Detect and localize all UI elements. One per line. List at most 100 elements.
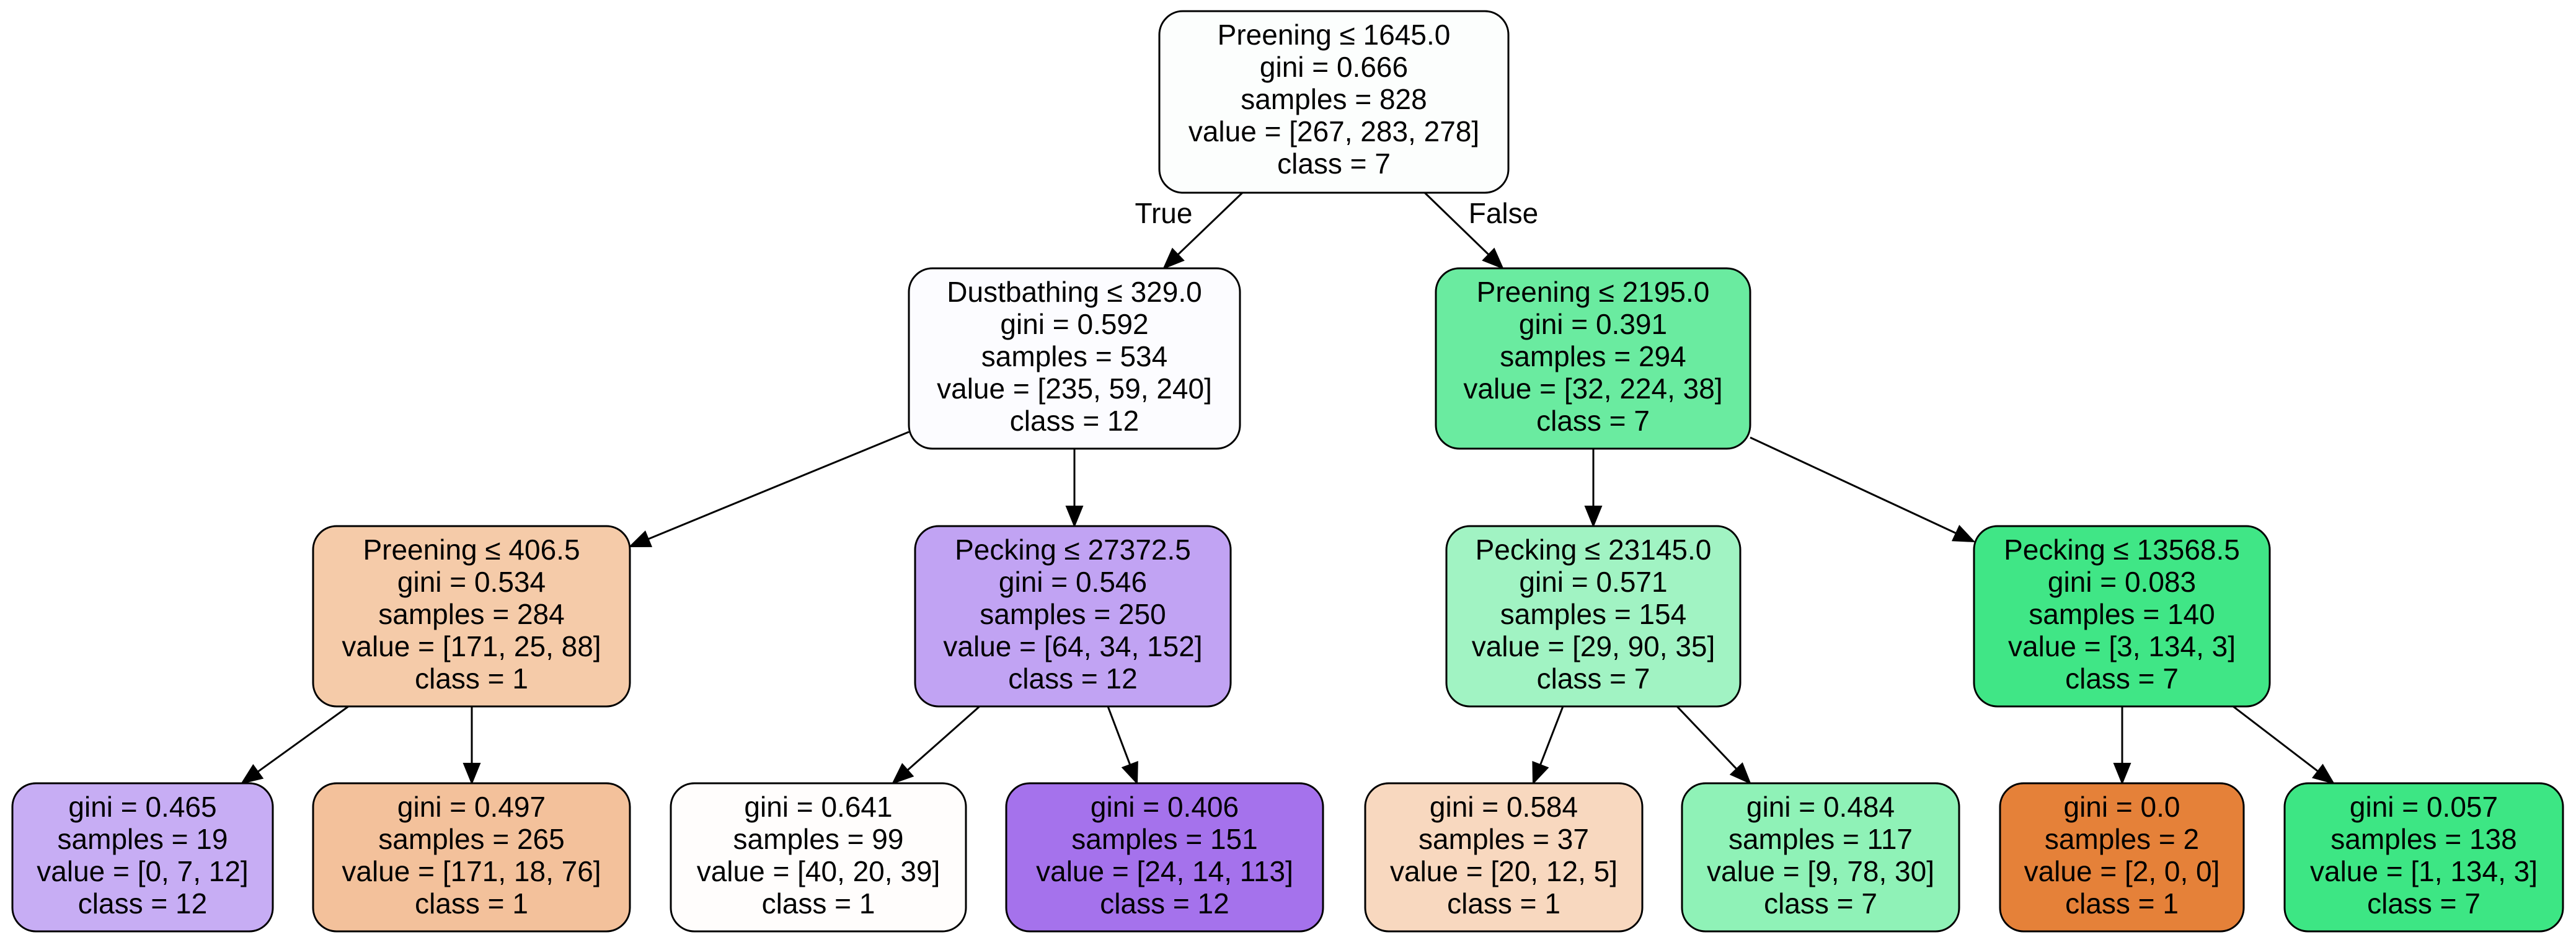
edge-label: True: [1135, 197, 1193, 229]
tree-node-text: gini = 0.592: [1000, 308, 1148, 340]
tree-node-box: [1445, 525, 1742, 708]
edge-arrowhead: [1065, 506, 1084, 528]
tree-node-text: gini = 0.057: [2350, 791, 2498, 823]
tree-node-text: gini = 0.0: [2064, 791, 2180, 823]
edge-n5-to-n12: [1676, 705, 1738, 770]
tree-node-text: gini = 0.546: [999, 566, 1147, 598]
tree-node-text: value = [1, 134, 3]: [2310, 855, 2538, 887]
edge-arrowhead: [892, 763, 914, 785]
tree-node-text: gini = 0.465: [68, 791, 216, 823]
tree-node-text: value = [171, 25, 88]: [342, 630, 601, 662]
tree-node-text: value = [267, 283, 278]: [1188, 115, 1479, 147]
tree-node-text: gini = 0.571: [1519, 566, 1667, 598]
edge-n3-to-n7: [257, 705, 349, 773]
tree-node-box: [670, 782, 967, 933]
edge-arrowhead: [1729, 762, 1751, 785]
tree-node-text: gini = 0.083: [2048, 566, 2196, 598]
tree-node-text: class = 12: [1008, 662, 1137, 695]
tree-node-text: Preening ≤ 2195.0: [1477, 276, 1710, 308]
tree-node-text: value = [9, 78, 30]: [1707, 855, 1934, 887]
tree-node-text: class = 7: [1277, 147, 1391, 180]
tree-node-box: [1681, 782, 1960, 933]
tree-node-text: value = [3, 134, 3]: [2008, 630, 2236, 662]
tree-node-text: class = 1: [1447, 887, 1560, 920]
tree-node-text: class = 7: [1536, 405, 1650, 437]
tree-node-text: samples = 140: [2029, 598, 2215, 630]
tree-node-box: [1973, 525, 2271, 708]
tree-node-text: gini = 0.584: [1430, 791, 1578, 823]
tree-node-text: class = 1: [762, 887, 875, 920]
tree-node-text: class = 1: [415, 662, 528, 695]
edge-n0-to-n1: [1177, 191, 1244, 255]
tree-node-text: class = 12: [1010, 405, 1139, 437]
edge-arrowhead: [1951, 524, 1976, 543]
tree-node-text: gini = 0.391: [1519, 308, 1667, 340]
tree-node-text: samples = 250: [980, 598, 1166, 630]
tree-node-text: gini = 0.484: [1746, 791, 1895, 823]
edge-arrowhead: [463, 763, 481, 785]
tree-node-text: Preening ≤ 1645.0: [1218, 19, 1451, 51]
tree-node-text: samples = 265: [378, 823, 564, 855]
tree-node-text: value = [171, 18, 76]: [342, 855, 601, 887]
edge-arrowhead: [1121, 761, 1138, 785]
tree-node-text: class = 7: [1764, 887, 1877, 920]
edge-n4-to-n9: [906, 705, 980, 771]
tree-node-box: [312, 782, 631, 933]
edge-arrowhead: [1584, 506, 1603, 528]
tree-node-box: [1435, 267, 1751, 450]
tree-node-text: samples = 138: [2330, 823, 2516, 855]
tree-node-text: gini = 0.406: [1091, 791, 1239, 823]
tree-node-box: [908, 267, 1241, 450]
tree-node-text: samples = 828: [1241, 83, 1427, 115]
tree-node-text: samples = 154: [1500, 598, 1686, 630]
tree-node-text: samples = 37: [1419, 823, 1589, 855]
tree-node-text: samples = 2: [2045, 823, 2199, 855]
edge-arrowhead: [2113, 763, 2131, 785]
edge-arrowhead: [2311, 763, 2335, 785]
tree-node-text: gini = 0.534: [397, 566, 546, 598]
edge-arrowhead: [1532, 760, 1549, 785]
edge-arrowhead: [1482, 247, 1504, 270]
edge-arrowhead: [1162, 247, 1185, 270]
tree-node-text: value = [24, 14, 113]: [1036, 855, 1293, 887]
tree-node-text: samples = 19: [58, 823, 228, 855]
edge-arrowhead: [240, 763, 264, 785]
tree-node-box: [312, 525, 631, 708]
tree-node-text: samples = 151: [1071, 823, 1257, 855]
tree-node-box: [914, 525, 1232, 708]
tree-node-text: value = [0, 7, 12]: [37, 855, 248, 887]
tree-node-text: class = 1: [2065, 887, 2179, 920]
tree-node-text: Preening ≤ 406.5: [363, 534, 580, 566]
tree-node-text: gini = 0.497: [397, 791, 546, 823]
edge-n2-to-n6: [1750, 436, 1957, 534]
tree-node-text: Pecking ≤ 23145.0: [1476, 534, 1712, 566]
tree-node-text: class = 12: [78, 887, 207, 920]
tree-node-text: value = [20, 12, 5]: [1390, 855, 1618, 887]
tree-node-text: gini = 0.641: [744, 791, 892, 823]
tree-node-box: [1158, 10, 1510, 194]
tree-node-box: [1005, 782, 1324, 933]
tree-node-text: gini = 0.666: [1260, 51, 1408, 83]
tree-node-text: Pecking ≤ 27372.5: [955, 534, 1191, 566]
tree-node-text: class = 1: [415, 887, 528, 920]
edge-n6-to-n14: [2233, 705, 2319, 772]
edge-arrowhead: [628, 530, 653, 548]
edge-label: False: [1469, 197, 1538, 229]
tree-node-text: samples = 534: [981, 340, 1167, 372]
tree-node-text: Dustbathing ≤ 329.0: [947, 276, 1202, 308]
tree-node-text: class = 7: [2065, 662, 2179, 695]
edge-n4-to-n10: [1107, 706, 1131, 765]
tree-node-text: value = [29, 90, 35]: [1472, 630, 1715, 662]
tree-node-text: samples = 117: [1728, 823, 1913, 855]
edge-n1-to-n3: [648, 431, 910, 540]
